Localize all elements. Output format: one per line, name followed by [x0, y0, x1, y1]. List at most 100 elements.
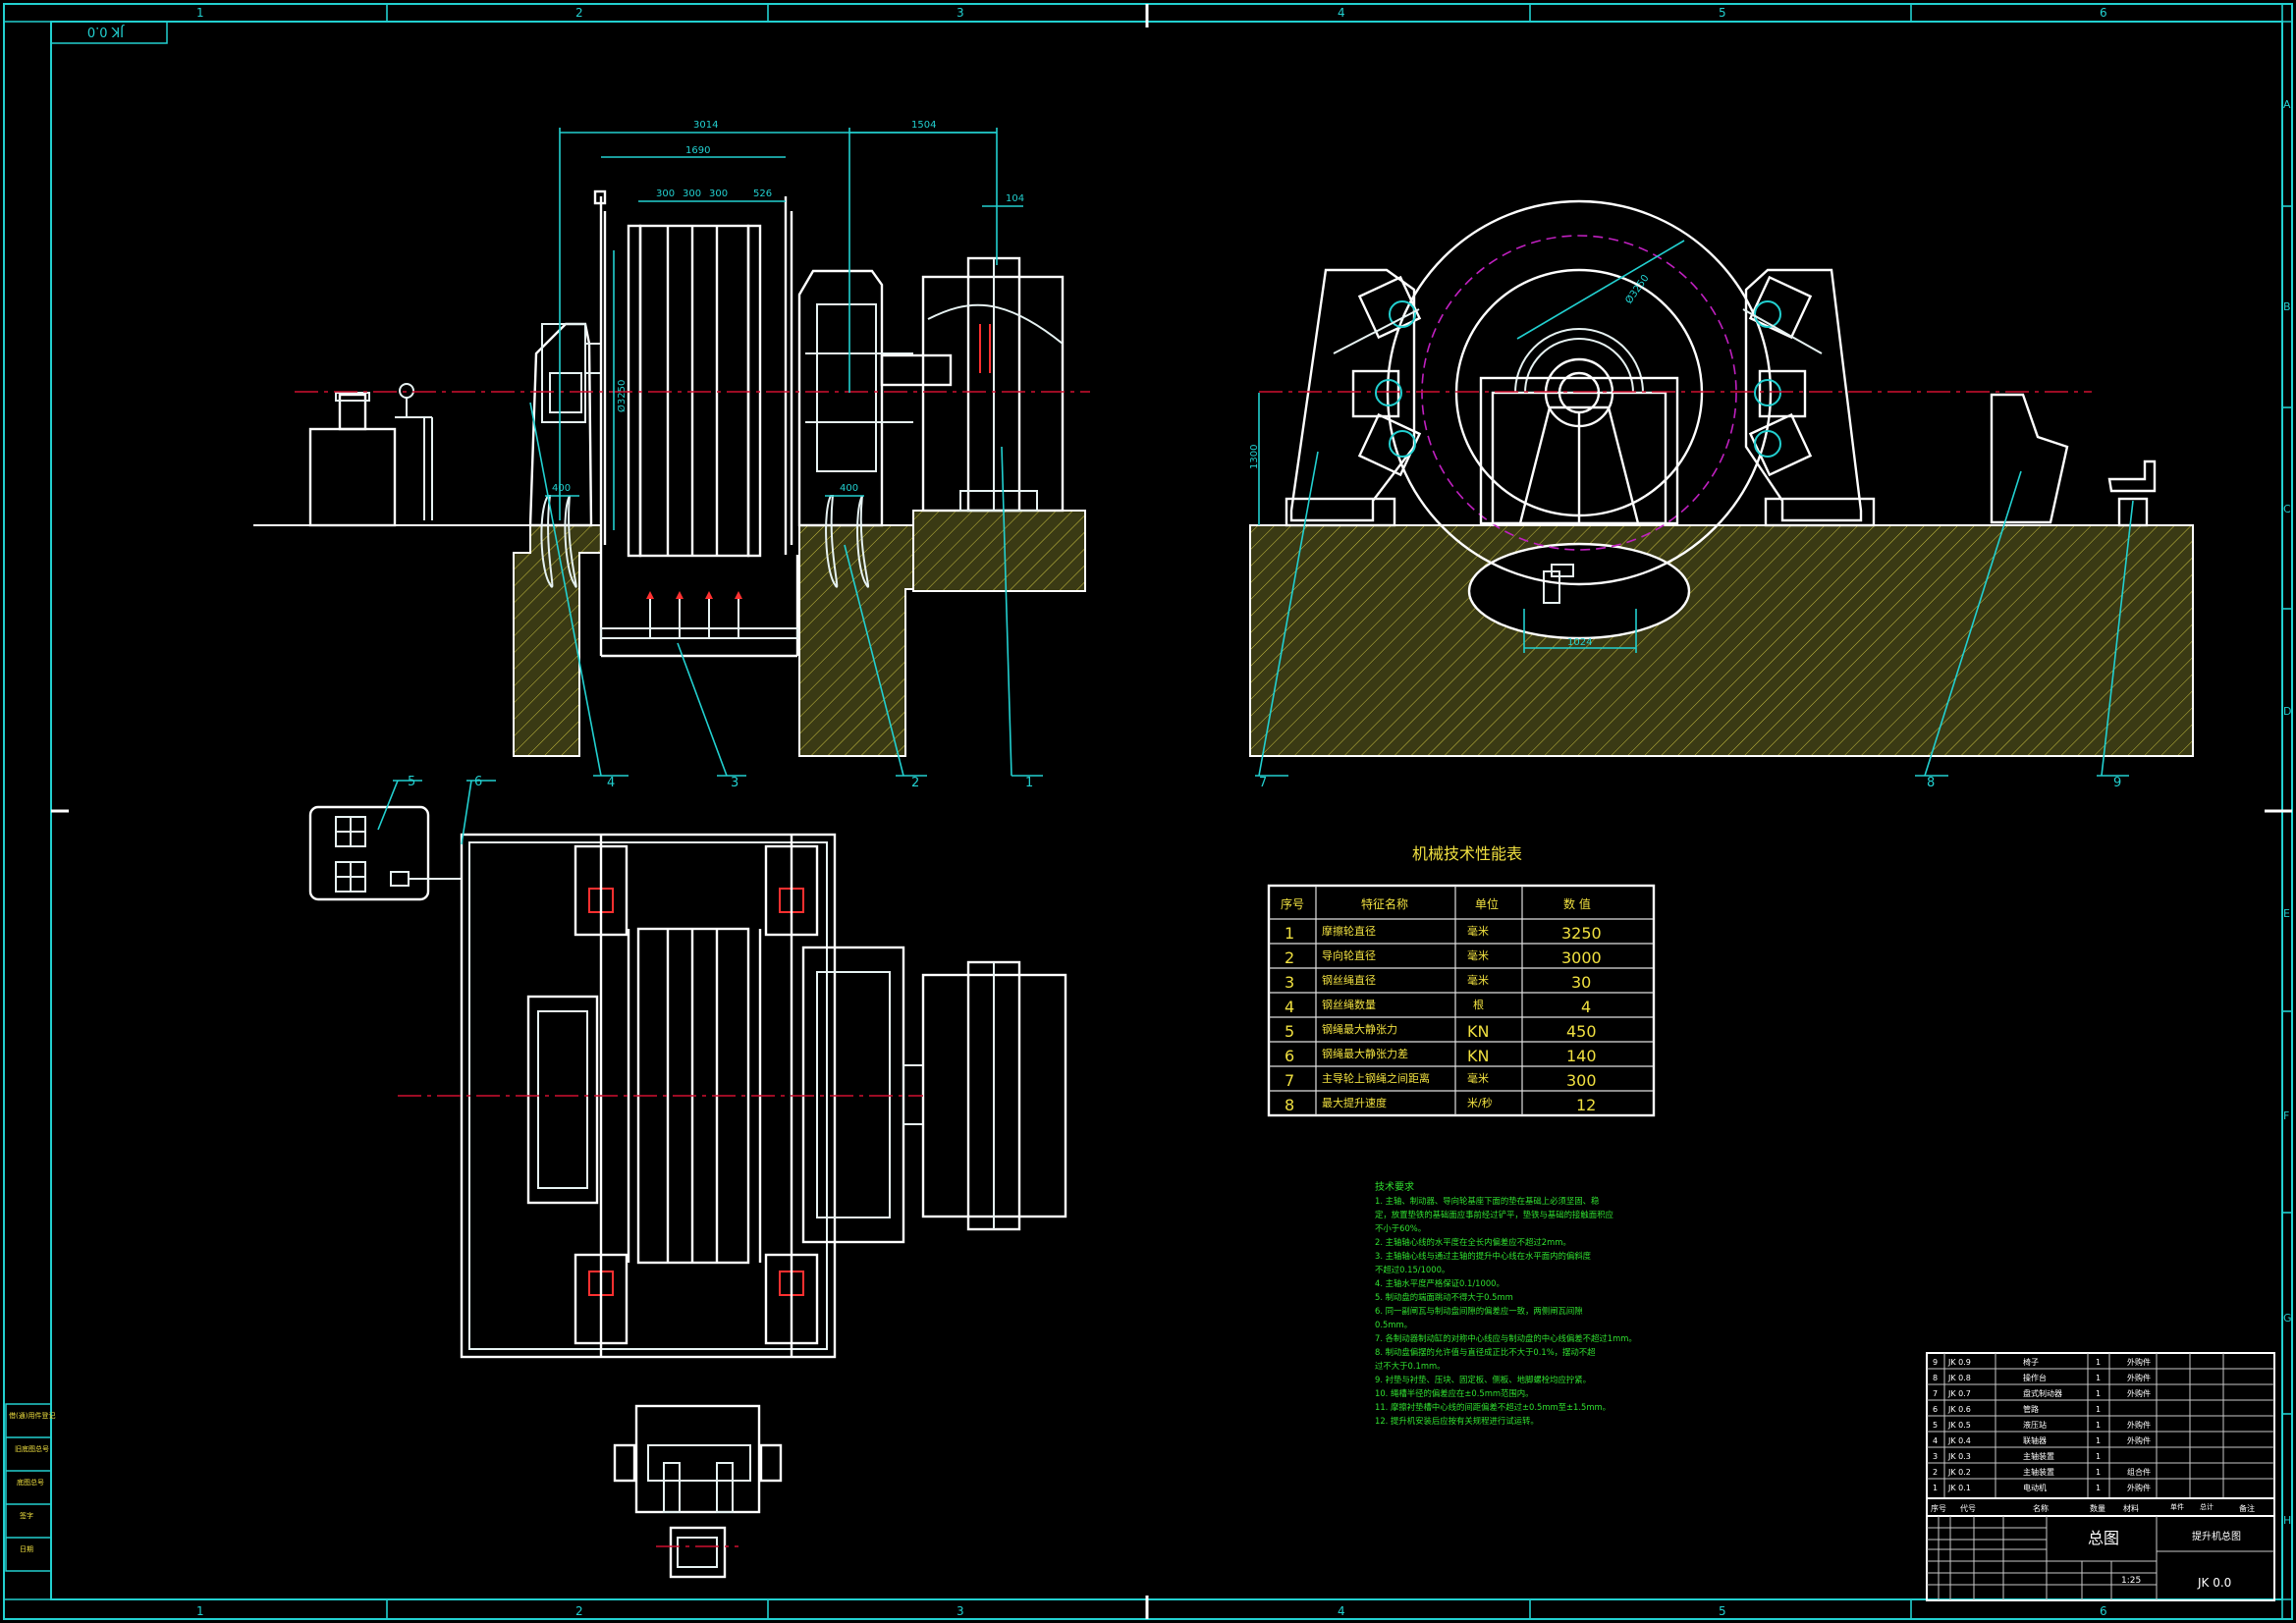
grid-row-a: A: [2283, 98, 2291, 111]
spec-row-no: 6: [1285, 1047, 1294, 1065]
dim-526: 526: [753, 189, 772, 199]
tech-req-line: 4. 主轴水平度严格保证0.1/1000。: [1375, 1278, 1504, 1288]
dim-300-c: 300: [709, 189, 728, 199]
spec-row-no: 4: [1285, 998, 1294, 1016]
parts-row-qty: 1: [2096, 1452, 2101, 1461]
tech-req-title: 技术要求: [1375, 1180, 1414, 1193]
drawing-frame: [3, 3, 2293, 1620]
spec-row-no: 8: [1285, 1096, 1294, 1114]
spec-row-name: 钢丝绳数量: [1322, 998, 1376, 1011]
front-view: 1300 Ø3250 1024 7 8 9: [1249, 199, 2194, 790]
dim-drum-diameter: Ø3250: [616, 380, 628, 412]
parts-row-note: 外购件: [2127, 1373, 2151, 1382]
stamp-label: 旧底图总号: [15, 1444, 49, 1453]
tech-req-line: 3. 主轴轴心线与通过主轴的提升中心线在水平面内的偏斜度: [1375, 1251, 1592, 1261]
grid-col-6-top: 6: [2100, 6, 2107, 20]
grid-row-d: D: [2283, 705, 2291, 718]
spec-row-unit: KN: [1467, 1022, 1489, 1041]
parts-header-no: 序号: [1931, 1503, 1946, 1513]
parts-row-code: JK 0.9: [1947, 1358, 1971, 1367]
stamp-label: 签字: [20, 1511, 33, 1520]
spec-row-name: 钢丝绳直径: [1322, 973, 1376, 987]
spec-row-name: 钢绳最大静张力: [1322, 1022, 1397, 1036]
spec-table-title: 机械技术性能表: [1412, 844, 1522, 863]
parts-row-name: 主轴装置: [2023, 1467, 2054, 1477]
spec-row-value: 140: [1566, 1047, 1597, 1065]
parts-header-unit: 单件: [2170, 1502, 2184, 1511]
dim-1690: 1690: [685, 145, 710, 156]
dim-300-b: 300: [683, 189, 701, 199]
parts-row-no: 4: [1933, 1436, 1938, 1445]
dim-104: 104: [1006, 193, 1024, 204]
spec-row-name: 摩擦轮直径: [1322, 924, 1376, 938]
spec-row-no: 5: [1285, 1022, 1294, 1041]
parts-row-qty: 1: [2096, 1405, 2101, 1414]
drum-flange-left: [627, 224, 642, 558]
dim-300-a: 300: [656, 189, 675, 199]
spec-row-unit: 毫米: [1467, 973, 1489, 987]
grid-col-5-bottom: 5: [1719, 1604, 1726, 1618]
hydraulic-station-plan: [308, 805, 430, 901]
tech-req-line: 6. 同一副闸瓦与制动盘间隙的偏差应一致，两侧闸瓦间隙: [1375, 1306, 1583, 1316]
spec-row-no: 1: [1285, 924, 1294, 943]
parts-header-material: 材料: [2123, 1503, 2139, 1513]
parts-row-qty: 1: [2096, 1421, 2101, 1430]
parts-row-no: 1: [1933, 1484, 1938, 1492]
title-block-code: JK 0.0: [2197, 1576, 2231, 1590]
grid-row-f: F: [2283, 1109, 2289, 1122]
grid-col-4-top: 4: [1338, 6, 1345, 20]
grid-col-5-top: 5: [1719, 6, 1726, 20]
grid-col-2-top: 2: [575, 6, 583, 20]
parts-row-note: 外购件: [2127, 1420, 2151, 1430]
title-block: 总图 提升机总图 1:25 JK 0.0: [1926, 1515, 2275, 1601]
spec-row-unit: 毫米: [1467, 1071, 1489, 1085]
hydraulic-station: [308, 427, 397, 527]
parts-row-note: 外购件: [2127, 1357, 2151, 1367]
parts-row-note: 外购件: [2127, 1388, 2151, 1398]
tech-req-line: 5. 制动盘的端面跳动不得大于0.5mm: [1375, 1292, 1513, 1302]
parts-row-code: JK 0.3: [1947, 1452, 1971, 1461]
plan-view: 5 6: [308, 775, 1067, 1579]
parts-row-note: 外购件: [2127, 1435, 2151, 1445]
parts-row-no: 3: [1933, 1452, 1938, 1461]
parts-row-note: 外购件: [2127, 1483, 2151, 1492]
grid-col-4-bottom: 4: [1338, 1604, 1345, 1618]
parts-row-code: JK 0.1: [1947, 1484, 1971, 1492]
parts-header-code: 代号: [1960, 1503, 1976, 1513]
dim-400-a: 400: [552, 483, 571, 494]
foundation-middle: [798, 524, 914, 757]
spec-row-unit: 毫米: [1467, 924, 1489, 938]
grid-column-labels: 1 2 3 4 5 6 1 2 3 4 5 6: [196, 6, 2107, 1618]
parts-row-no: 8: [1933, 1374, 1938, 1382]
leader-6: 6: [474, 775, 482, 789]
dim-1504: 1504: [911, 120, 936, 131]
spec-header-value: 数 值: [1563, 896, 1591, 911]
dim-3014: 3014: [693, 120, 718, 131]
parts-row-name: 椅子: [2023, 1357, 2039, 1367]
parts-list: 9 JK 0.9 椅子 1 外购件 8 JK 0.8 操作台 1 外购件 7 J…: [1926, 1352, 2275, 1517]
tech-req-line: 过不大于0.1mm。: [1375, 1361, 1446, 1371]
title-block-title: 总图: [2088, 1529, 2119, 1547]
leader-9: 9: [2113, 776, 2121, 790]
tech-req-line: 8. 制动盘偏摆的允许值与直径成正比不大于0.1%，摆动不超: [1375, 1347, 1596, 1357]
operator-chair: [2107, 460, 2157, 493]
parts-header-total: 总计: [2200, 1502, 2214, 1511]
parts-row-no: 7: [1933, 1389, 1938, 1398]
grid-row-g: G: [2283, 1312, 2292, 1325]
grid-col-3-bottom: 3: [957, 1604, 964, 1618]
spec-row-no: 3: [1285, 973, 1294, 992]
parts-row-no: 5: [1933, 1421, 1938, 1430]
bearing-right: [797, 269, 884, 527]
friction-wheel: [1386, 199, 1773, 586]
spec-row-value: 4: [1581, 998, 1591, 1016]
spec-header-unit: 单位: [1475, 896, 1499, 911]
spec-row-unit: 米/秒: [1467, 1096, 1493, 1109]
spec-row-value: 12: [1576, 1096, 1596, 1114]
operator-console: [1990, 393, 2069, 524]
parts-row-no: 9: [1933, 1358, 1938, 1367]
dim-1300: 1300: [1249, 445, 1260, 469]
drum: [638, 224, 750, 558]
parts-row-code: JK 0.5: [1947, 1421, 1971, 1430]
foundation-front: [1249, 524, 2194, 757]
